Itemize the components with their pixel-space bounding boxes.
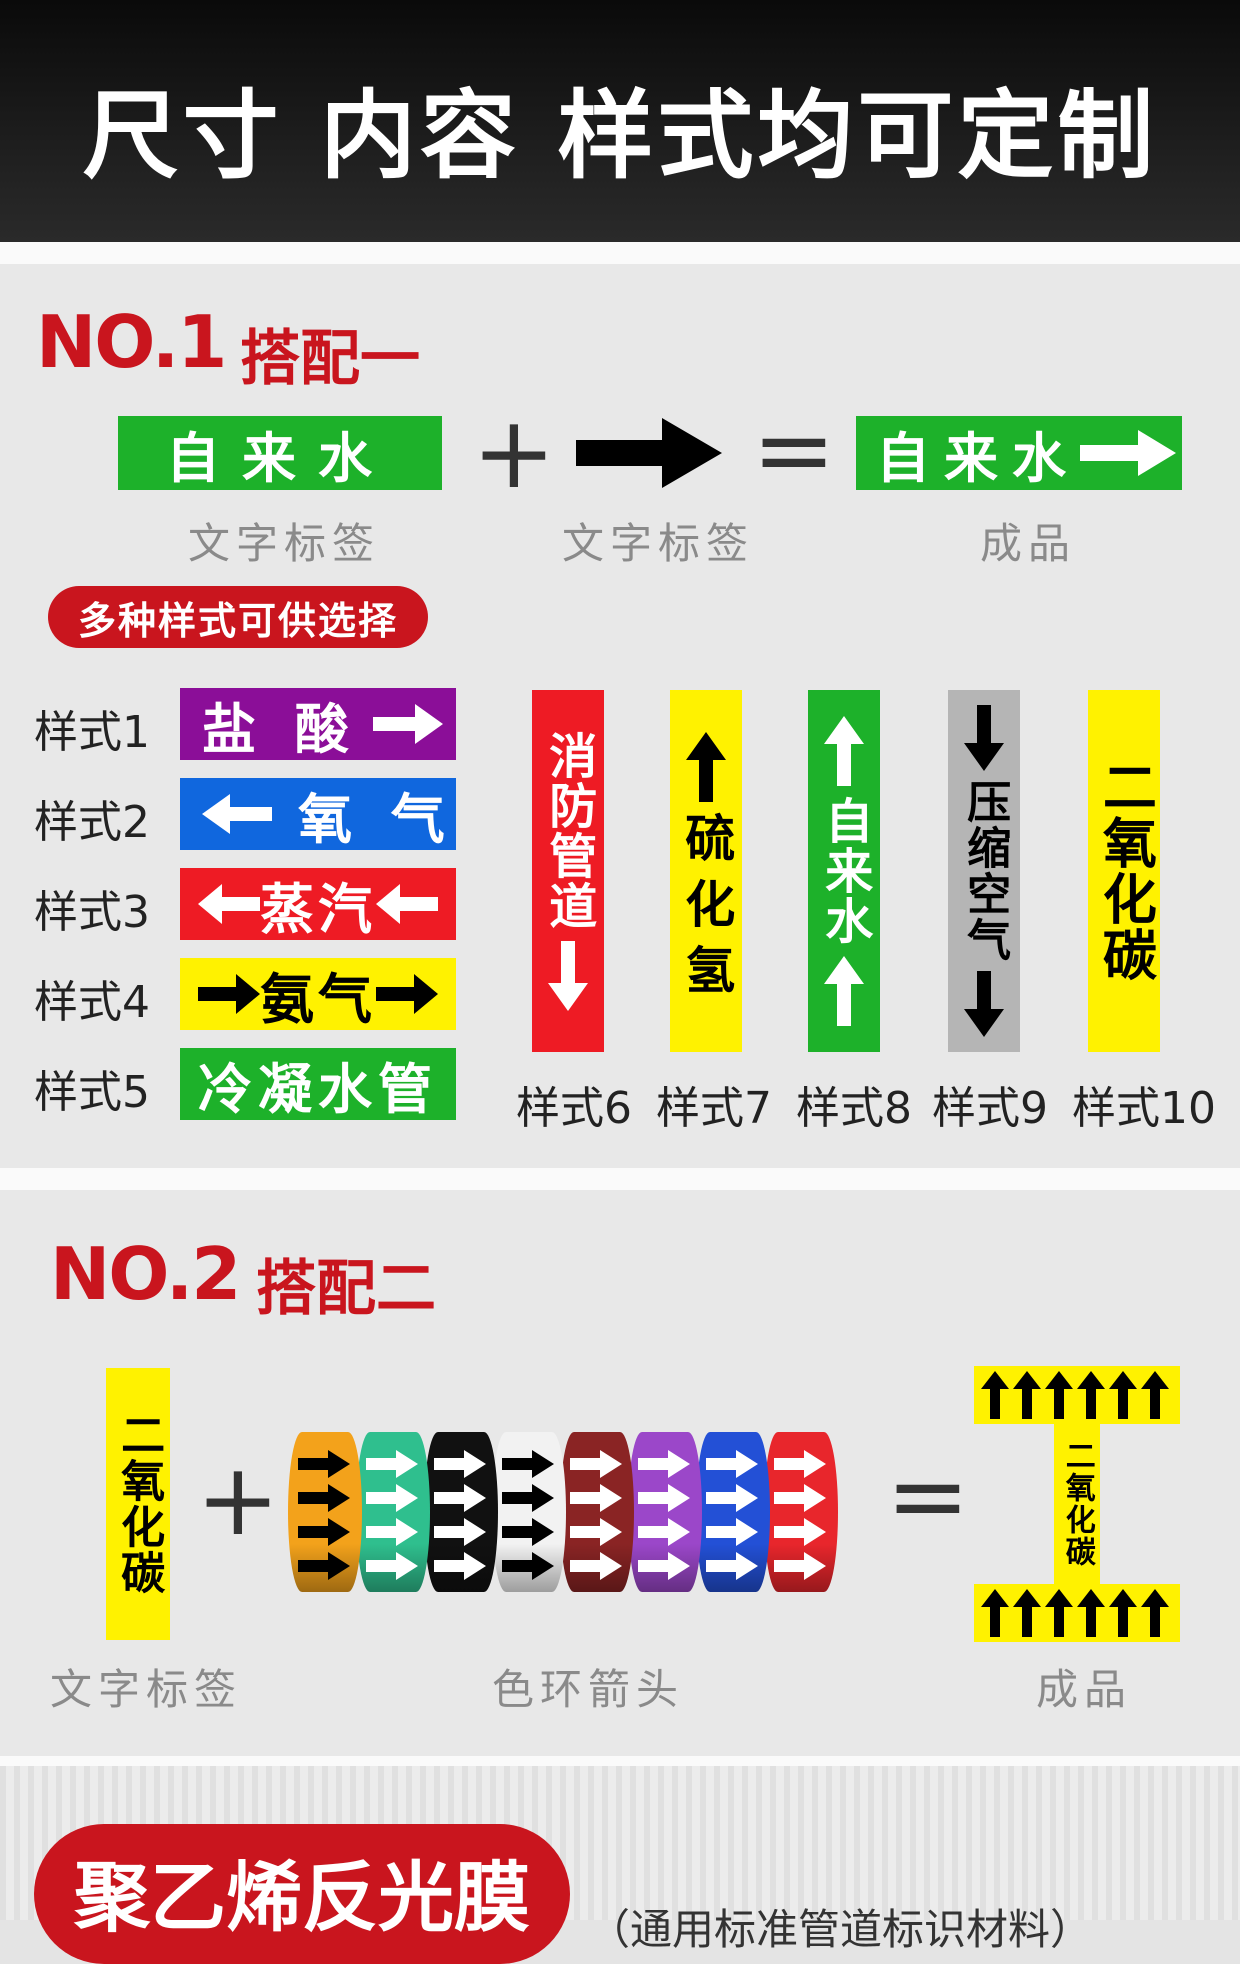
style-4-bar: 氨气 [180, 958, 456, 1031]
material-badge: 聚乙烯反光膜 [34, 1824, 570, 1964]
tape-arrow-icon [774, 1450, 826, 1580]
style-4-label: 样式4 [34, 977, 150, 1028]
tape-arrow-icon [706, 1450, 758, 1580]
down-arrow-icon [964, 971, 1004, 1037]
style-1-text: 盐 酸 [202, 697, 359, 761]
co2-text-label-text: 二氧化碳 [113, 1412, 165, 1596]
tape-roll [628, 1432, 702, 1592]
result-center-text: 二氧化碳 [1059, 1440, 1095, 1568]
text-label-text: 自来水 [166, 426, 394, 490]
down-arrow-icon [548, 941, 588, 1011]
up-arrows-icon [981, 1589, 1169, 1637]
tape-roll [288, 1432, 362, 1592]
style-7-text: 硫化氢 [677, 812, 736, 1010]
section-divider [0, 1168, 1240, 1190]
result-label-text: 自来水 [876, 426, 1080, 490]
down-arrow-icon [964, 705, 1004, 771]
tape-roll [424, 1432, 498, 1592]
up-arrows-icon [981, 1371, 1169, 1419]
style-10-bar: 二氧化碳 [1088, 690, 1160, 1052]
section1-title: 搭配一 [240, 324, 420, 394]
material-note: （通用标准管道标识材料） [588, 1905, 1093, 1954]
left-arrow-icon [198, 884, 260, 924]
style-8-label: 样式8 [796, 1083, 912, 1134]
header-title: 尺寸 内容 样式均可定制 [82, 80, 1158, 192]
caption-result: 成品 [980, 519, 1077, 568]
style-4-text: 氨气 [260, 967, 376, 1031]
style-2-text: 氧 气 [298, 787, 455, 851]
section2-number: NO.2 [50, 1232, 241, 1316]
result-label-sample: 自来水 [856, 416, 1182, 490]
styles-badge: 多种样式可供选择 [48, 586, 428, 648]
style-5-text: 冷凝水管 [198, 1057, 438, 1121]
equals-sign: = [886, 1437, 970, 1554]
equals-sign: = [752, 391, 836, 508]
text-label-sample: 自来水 [118, 416, 442, 490]
co2-text-label: 二氧化碳 [106, 1368, 170, 1640]
section-divider [0, 1756, 1240, 1768]
caption-text-label: 文字标签 [188, 519, 381, 568]
tape-arrow-icon [570, 1450, 622, 1580]
right-arrow-icon [198, 974, 260, 1014]
tape-arrow-icon [638, 1450, 690, 1580]
top-arrow-strip [974, 1366, 1180, 1424]
tape-roll [492, 1432, 566, 1592]
left-arrow-icon [376, 884, 438, 924]
left-arrow-icon [202, 794, 272, 834]
tape-arrow-icon [434, 1450, 486, 1580]
co2-result-product: 二氧化碳 [974, 1366, 1180, 1642]
tape-arrow-icon [298, 1450, 350, 1580]
tape-arrow-icon [502, 1450, 554, 1580]
caption-text-label: 文字标签 [50, 1665, 243, 1714]
bottom-arrow-strip [974, 1584, 1180, 1642]
style-9-label: 样式9 [932, 1083, 1048, 1134]
caption-result: 成品 [1036, 1665, 1133, 1714]
tape-arrow-icon [366, 1450, 418, 1580]
section-divider [0, 242, 1240, 264]
style-8-bar: 自来水 [808, 690, 880, 1052]
style-6-text: 消防管道 [540, 731, 597, 931]
section2-title: 搭配二 [256, 1254, 436, 1324]
white-arrow-icon [1080, 430, 1176, 476]
style-1-bar: 盐 酸 [180, 688, 456, 761]
plus-sign: + [472, 394, 556, 511]
style-7-bar: 硫化氢 [670, 690, 742, 1052]
style-9-text: 压缩空气 [959, 779, 1011, 963]
right-arrow-icon [372, 704, 443, 744]
style-6-bar: 消防管道 [532, 690, 604, 1052]
style-10-text: 二氧化碳 [1093, 759, 1157, 983]
style-9-bar: 压缩空气 [948, 690, 1020, 1052]
style-3-label: 样式3 [34, 887, 150, 938]
style-2-bar: 氧 气 [180, 778, 456, 851]
caption-arrow-label: 文字标签 [562, 519, 755, 568]
up-arrow-icon [824, 956, 864, 1026]
style-5-label: 样式5 [34, 1067, 150, 1118]
tape-roll [356, 1432, 430, 1592]
arrow-tape-rolls [288, 1432, 848, 1592]
style-8-text: 自来水 [816, 796, 873, 946]
style-5-bar: 冷凝水管 [180, 1048, 456, 1121]
caption-tape: 色环箭头 [492, 1665, 685, 1714]
tape-roll [696, 1432, 770, 1592]
up-arrow-icon [686, 732, 726, 802]
style-3-bar: 蒸汽 [180, 868, 456, 941]
style-7-label: 样式7 [656, 1083, 772, 1134]
header-banner [0, 0, 1240, 242]
plus-sign: + [196, 1441, 280, 1558]
up-arrow-icon [824, 716, 864, 786]
section1-number: NO.1 [36, 300, 227, 384]
material-badge-text: 聚乙烯反光膜 [74, 1853, 530, 1942]
black-arrow-icon [576, 418, 722, 488]
style-1-label: 样式1 [34, 707, 150, 758]
style-6-label: 样式6 [516, 1083, 632, 1134]
tape-roll [560, 1432, 634, 1592]
style-3-text: 蒸汽 [260, 877, 376, 941]
right-arrow-icon [376, 974, 438, 1014]
tape-roll [764, 1432, 838, 1592]
result-center-label: 二氧化碳 [1054, 1424, 1100, 1584]
style-2-label: 样式2 [34, 797, 150, 848]
style-10-label: 样式10 [1072, 1083, 1216, 1134]
